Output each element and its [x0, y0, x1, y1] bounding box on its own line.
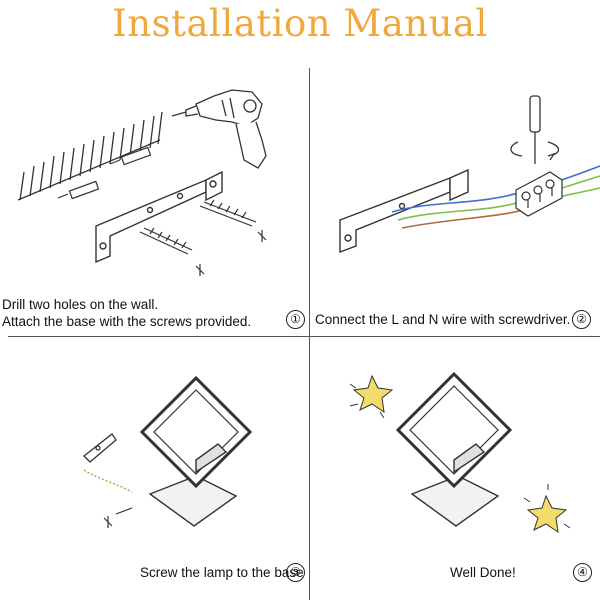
step-2-caption: Connect the L and N wire with screwdrive…	[315, 312, 571, 327]
step-1-number: ①	[286, 310, 305, 329]
bracket-icon	[339, 168, 469, 254]
wire-icon	[83, 469, 133, 493]
step-1-caption: Drill two holes on the wall. Attach the …	[2, 296, 251, 330]
page-title: Installation Manual	[112, 2, 488, 45]
wall-icon	[17, 111, 163, 201]
star-icon	[523, 484, 571, 534]
bracket-icon	[83, 433, 117, 463]
wall-anchor-icon	[57, 146, 152, 200]
lamp-icon	[139, 375, 253, 527]
step-4-caption: Well Done!	[450, 565, 516, 580]
step-2-illustration	[339, 95, 600, 254]
step-4-number: ④	[573, 563, 592, 582]
horizontal-divider	[8, 336, 600, 337]
screwdriver-icon	[510, 95, 560, 164]
step-2-number: ②	[572, 310, 591, 329]
step-3-caption: Screw the lamp to the base	[140, 565, 304, 580]
lamp-icon	[395, 371, 513, 527]
step-3-illustration	[83, 375, 253, 528]
vertical-divider	[309, 68, 310, 600]
step-1-line-2: Attach the base with the screws provided…	[2, 314, 252, 329]
bracket-icon	[95, 170, 223, 264]
step-3-number: ③	[286, 563, 305, 582]
step-4-illustration	[349, 371, 571, 534]
drill-icon	[171, 89, 267, 169]
step-1-illustration	[17, 89, 267, 276]
terminal-block-icon	[515, 171, 563, 217]
step-1-line-1: Drill two holes on the wall.	[2, 297, 159, 312]
screw-icon	[139, 199, 267, 276]
star-icon	[349, 374, 394, 419]
screw-icon	[103, 507, 133, 528]
